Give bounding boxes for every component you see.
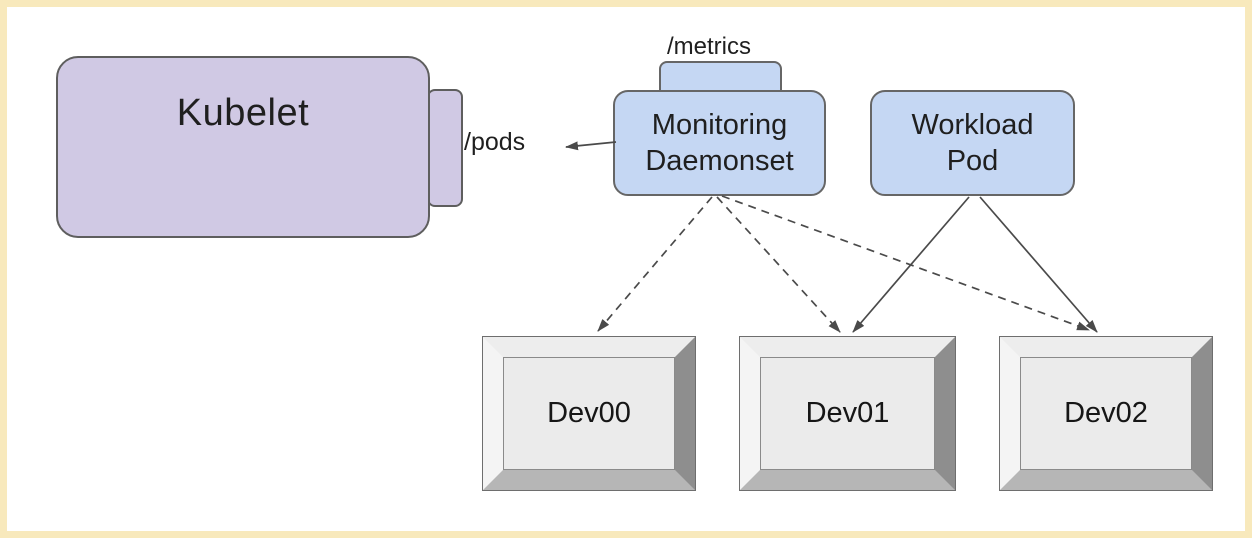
edge-monitoring-to-dev01 <box>716 196 841 333</box>
edge-monitoring-to-dev02 <box>721 195 1090 331</box>
workload-label-line2: Pod <box>946 145 999 177</box>
monitoring-daemonset-label: Monitoring Daemonset <box>645 107 793 179</box>
kubelet-side-tab <box>427 89 463 207</box>
node-monitoring-daemonset: Monitoring Daemonset <box>613 90 826 196</box>
dev01-label: Dev01 <box>805 397 890 429</box>
pods-endpoint-label: /pods <box>464 128 526 156</box>
workload-pod-label: Workload Pod <box>912 107 1034 179</box>
edge-monitoring-to-kubelet-pods <box>565 141 617 151</box>
workload-label-line1: Workload <box>911 109 1034 141</box>
edge-workload-to-dev02 <box>979 196 1098 333</box>
node-kubelet: Kubelet <box>56 56 430 238</box>
node-workload-pod: Workload Pod <box>870 90 1075 196</box>
dev02-label: Dev02 <box>1064 397 1148 429</box>
dev00-label: Dev00 <box>547 397 631 429</box>
metrics-endpoint-label: /metrics <box>667 33 751 60</box>
node-dev01: Dev01 <box>739 336 956 491</box>
monitoring-label-line1: Monitoring <box>651 109 788 141</box>
node-dev02: Dev02 <box>999 336 1213 491</box>
monitoring-label-line2: Daemonset <box>645 145 794 177</box>
kubelet-label: Kubelet <box>176 92 310 134</box>
edge-workload-to-dev01 <box>852 196 970 333</box>
node-dev00: Dev00 <box>482 336 696 491</box>
edge-monitoring-to-dev00 <box>597 196 713 332</box>
